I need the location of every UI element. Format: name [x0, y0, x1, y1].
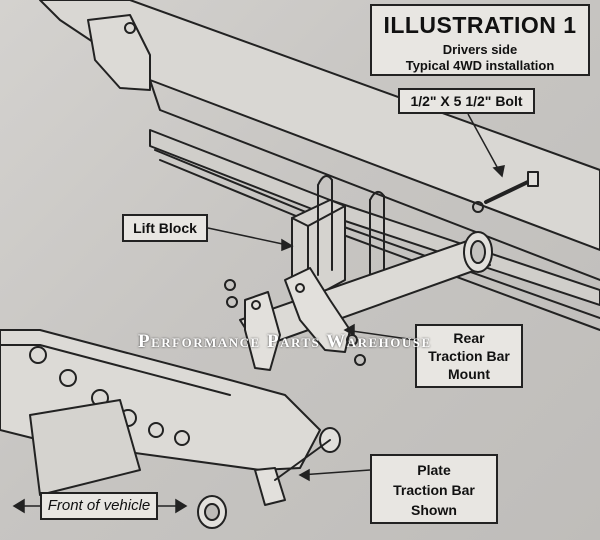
- rear-mount-label: Rear Traction Bar Mount: [415, 324, 523, 388]
- rear-mount-line-3: Mount: [448, 366, 490, 382]
- plate-line-2: Traction Bar: [393, 482, 475, 498]
- plate-label: Plate Traction Bar Shown: [370, 454, 498, 524]
- rear-mount-line-1: Rear: [453, 330, 485, 346]
- bolt-leader: [467, 113, 503, 177]
- spring-hanger: [87, 14, 151, 91]
- plate-line-1: Plate: [417, 462, 451, 478]
- u-bolt: [317, 179, 385, 291]
- lift-block-leader: [207, 227, 293, 247]
- illustration-subtitle: Drivers side: [442, 42, 518, 57]
- bolt-shape: [484, 178, 534, 204]
- frame-rail: [39, 0, 600, 251]
- rear-mount-line-2: Traction Bar: [428, 348, 510, 364]
- lift-block-label: Lift Block: [122, 214, 208, 242]
- plate-line-3: Shown: [411, 502, 457, 518]
- illustration-caption: Typical 4WD installation: [405, 58, 555, 73]
- title-box: ILLUSTRATION 1 Drivers side Typical 4WD …: [370, 4, 590, 76]
- plate-leader: [299, 469, 371, 476]
- watermark-text: Performance Parts Warehouse: [138, 331, 432, 352]
- bar-eye: [254, 467, 286, 506]
- illustration-heading: ILLUSTRATION 1: [383, 12, 577, 38]
- front-of-vehicle-label: Front of vehicle: [40, 492, 158, 520]
- bolt-label: 1/2" X 5 1/2" Bolt: [398, 88, 535, 114]
- rear-mount-leader: [344, 329, 416, 341]
